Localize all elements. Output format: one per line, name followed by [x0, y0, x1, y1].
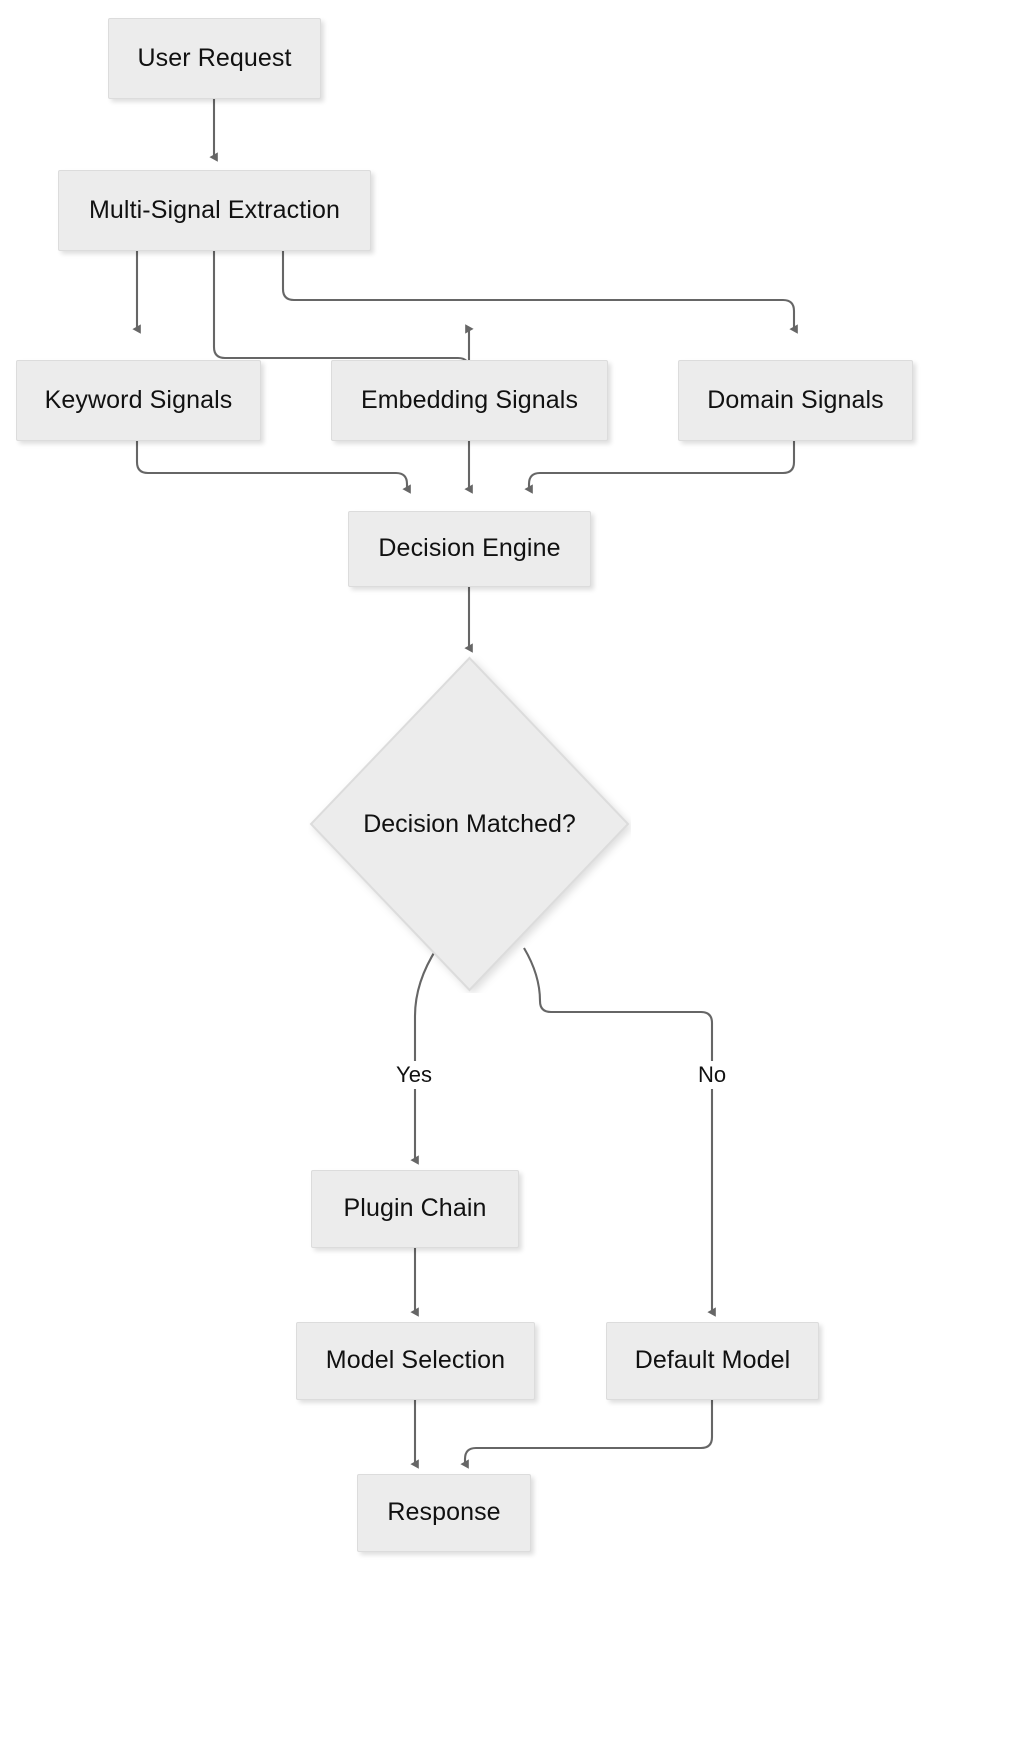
edge-domain-signals-to-decision-engine — [524, 441, 796, 494]
node-keyword-signals-label: Keyword Signals — [44, 385, 233, 414]
edge-keyword-signals-to-decision-engine — [135, 441, 411, 494]
edge-decision-matched-to-default-model — [523, 947, 716, 1317]
node-decision-engine[interactable]: Decision Engine — [348, 511, 591, 587]
node-decision-matched[interactable]: Decision Matched? — [308, 655, 631, 993]
edge-multi-signal-to-embedding-signals — [212, 251, 474, 371]
node-plugin-chain[interactable]: Plugin Chain — [311, 1170, 519, 1248]
node-decision-engine-label: Decision Engine — [378, 534, 561, 563]
node-model-selection-label: Model Selection — [325, 1346, 506, 1375]
node-keyword-signals[interactable]: Keyword Signals — [16, 360, 261, 441]
node-response[interactable]: Response — [357, 1474, 531, 1552]
node-user-request[interactable]: User Request — [108, 18, 321, 99]
node-decision-matched-label: Decision Matched? — [363, 809, 576, 838]
edge-label-yes: Yes — [391, 1061, 437, 1089]
diamond-shape — [309, 656, 630, 992]
node-embedding-signals[interactable]: Embedding Signals — [331, 360, 608, 441]
node-user-request-label: User Request — [137, 43, 292, 72]
edge-decision-matched-to-plugin-chain — [410, 947, 438, 1165]
node-domain-signals-label: Domain Signals — [707, 385, 884, 414]
node-model-selection[interactable]: Model Selection — [296, 1322, 535, 1400]
edge-label-no: No — [692, 1061, 732, 1089]
node-default-model[interactable]: Default Model — [606, 1322, 819, 1400]
edge-multi-signal-to-domain-signals — [281, 251, 798, 334]
node-multi-signal-extraction[interactable]: Multi-Signal Extraction — [58, 170, 371, 251]
node-default-model-label: Default Model — [634, 1346, 791, 1375]
edge-default-model-to-response — [460, 1400, 714, 1469]
node-response-label: Response — [387, 1498, 501, 1527]
node-embedding-signals-label: Embedding Signals — [360, 385, 579, 414]
node-domain-signals[interactable]: Domain Signals — [678, 360, 913, 441]
node-plugin-chain-label: Plugin Chain — [343, 1194, 487, 1223]
node-multi-signal-extraction-label: Multi-Signal Extraction — [88, 195, 340, 224]
